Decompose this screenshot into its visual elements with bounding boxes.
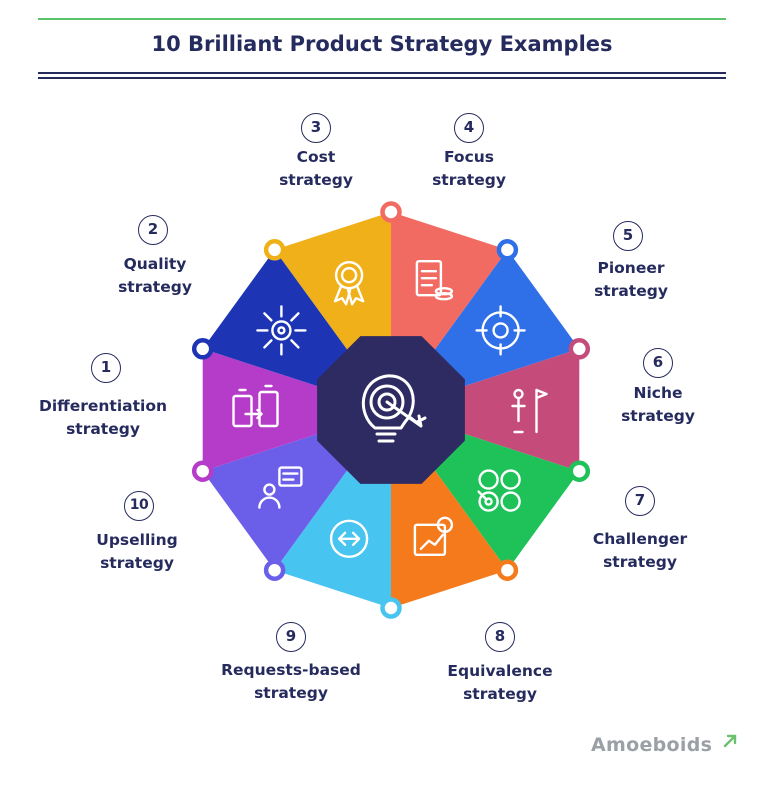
- checklist-coins-icon: [415, 260, 454, 301]
- node-dot-6: [568, 338, 591, 360]
- segment-2: [202, 249, 349, 388]
- label-6: Niche strategy: [553, 382, 763, 428]
- swap-arrows-icon: [329, 519, 369, 558]
- segment-1: [202, 348, 323, 472]
- brand-logo-text: Amoeboids: [591, 734, 713, 756]
- label-line1-9: Requests-based: [221, 661, 361, 679]
- node-dot-4: [380, 201, 402, 223]
- node-dots: [191, 201, 591, 619]
- bottles-transfer-icon: [232, 384, 279, 428]
- icon-layer: [232, 260, 548, 558]
- node-dot-3: [263, 239, 286, 261]
- person-chat-icon: [258, 466, 303, 509]
- label-line2-9: strategy: [254, 684, 328, 702]
- brand-leaf-icon: [723, 734, 737, 748]
- label-line1-2: Quality: [123, 255, 187, 273]
- segment-5: [433, 249, 580, 388]
- gear-arrows-icon: [256, 305, 307, 356]
- label-line2-1: strategy: [66, 420, 140, 438]
- number-badge-6: 6: [643, 348, 673, 378]
- label-7: Challenger strategy: [535, 528, 745, 574]
- label-10: Upselling strategy: [32, 529, 242, 575]
- label-line2-6: strategy: [621, 407, 695, 425]
- segment-3: [274, 212, 391, 352]
- number-badge-4: 4: [454, 113, 484, 143]
- number-badge-2: 2: [138, 215, 168, 245]
- node-dot-5: [496, 239, 519, 261]
- segment-9: [274, 468, 391, 608]
- label-5: Pioneer strategy: [526, 257, 736, 303]
- segment-7: [433, 432, 580, 571]
- number-badge-8: 8: [485, 622, 515, 652]
- label-line2-4: strategy: [432, 171, 506, 189]
- target-dots-icon: [477, 469, 521, 512]
- node-dot-8: [496, 559, 519, 581]
- number-badge-7: 7: [625, 486, 655, 516]
- number-badge-1: 1: [91, 353, 121, 383]
- segment-8: [391, 468, 508, 608]
- label-3: Cost strategy: [211, 146, 421, 192]
- label-4: Focus strategy: [364, 146, 574, 192]
- label-line1-8: Equivalence: [447, 662, 553, 680]
- label-line2-5: strategy: [594, 282, 668, 300]
- node-dot-9: [380, 597, 402, 619]
- label-line1-4: Focus: [443, 148, 495, 166]
- node-dot-1: [191, 460, 214, 482]
- label-line1-10: Upselling: [96, 531, 178, 549]
- label-line2-7: strategy: [603, 553, 677, 571]
- label-line1-1: Differentiation: [38, 397, 168, 415]
- node-dot-7: [568, 460, 591, 482]
- label-9: Requests-based strategy: [186, 659, 396, 705]
- label-1: Differentiation strategy: [0, 395, 208, 441]
- label-2: Quality strategy: [50, 253, 260, 299]
- label-line1-6: Niche: [633, 384, 683, 402]
- label-line2-3: strategy: [279, 171, 353, 189]
- label-line1-7: Challenger: [592, 530, 688, 548]
- person-flag-icon: [511, 388, 548, 434]
- bulb-target-icon: [361, 374, 427, 443]
- label-line2-8: strategy: [463, 685, 537, 703]
- node-dot-2: [191, 338, 214, 360]
- crosshair-icon: [475, 305, 526, 356]
- award-ribbon-icon: [333, 261, 365, 306]
- segment-4: [391, 212, 508, 352]
- node-dot-10: [263, 559, 286, 581]
- label-line1-5: Pioneer: [597, 259, 665, 277]
- number-badge-9: 9: [276, 622, 306, 652]
- segment-ring: [202, 212, 580, 608]
- number-badge-10: 10: [124, 491, 154, 521]
- label-line2-2: strategy: [118, 278, 192, 296]
- label-8: Equivalence strategy: [395, 660, 605, 706]
- climbing-person-icon: [413, 516, 454, 556]
- label-line1-3: Cost: [296, 148, 336, 166]
- number-badge-3: 3: [301, 113, 331, 143]
- label-line2-10: strategy: [100, 554, 174, 572]
- number-badge-5: 5: [613, 221, 643, 251]
- page-title: 10 Brilliant Product Strategy Examples: [151, 32, 613, 56]
